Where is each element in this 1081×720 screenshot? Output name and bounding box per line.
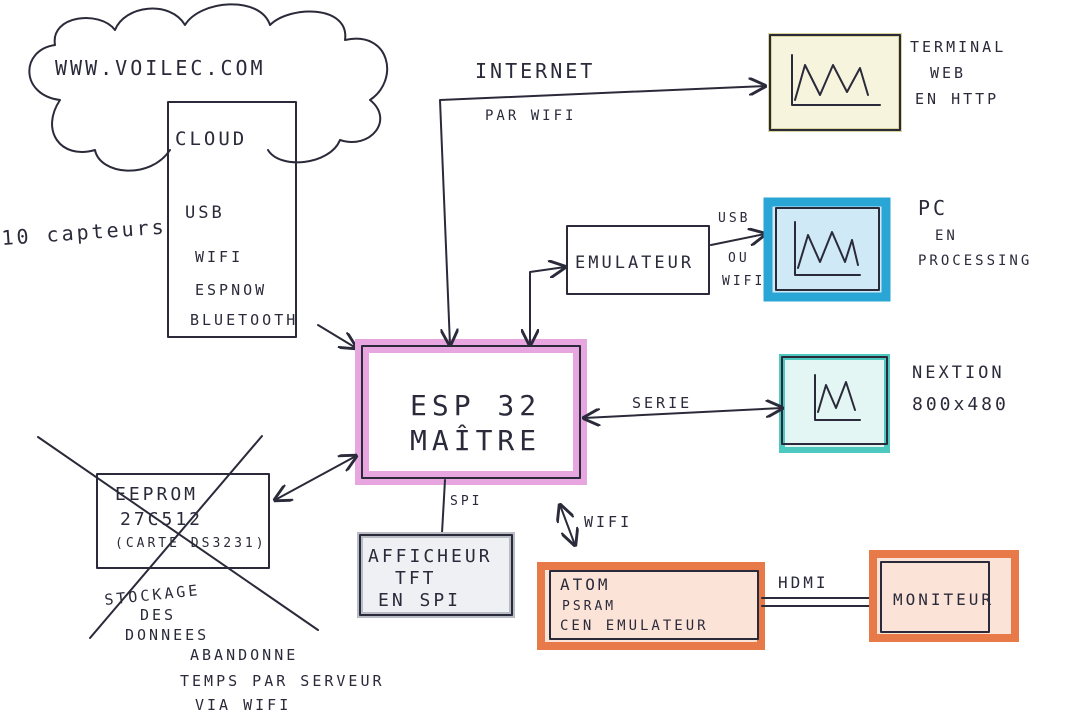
storage-line-2: DES <box>140 606 176 624</box>
tft-line-1: AFFICHEUR <box>368 546 493 567</box>
terminal-graph-icon <box>791 54 881 106</box>
interfaces-cloud: CLOUD <box>175 128 247 150</box>
abandon-line-3: VIA WIFI <box>195 696 291 714</box>
pc-box-fill <box>763 197 891 302</box>
interfaces-espnow: ESPNOW <box>195 281 267 299</box>
pc-line-3: PROCESSING <box>918 253 1032 269</box>
usb-wifi-wifi: WIFI <box>722 274 765 289</box>
terminal-line-3: EN HTTP <box>915 90 999 108</box>
usb-wifi-ou: OU <box>728 251 750 266</box>
emulator-label: EMULATEUR <box>575 253 694 273</box>
storage-line-3: DONNEES <box>125 626 209 644</box>
interfaces-usb: USB <box>185 203 225 223</box>
nextion-line-1: NEXTION <box>912 363 1005 383</box>
abandon-line-1: ABANDONNE <box>190 646 298 664</box>
terminal-box <box>769 34 901 131</box>
hdmi-link-label: HDMI <box>778 573 829 592</box>
sensor-note: 10 capteurs <box>1 215 168 250</box>
usb-wifi-usb: USB <box>718 211 750 226</box>
eeprom-box <box>96 473 270 569</box>
atom-line-1: ATOM <box>560 575 611 594</box>
nextion-graph-icon <box>814 374 861 421</box>
storage-line-1: STOCKAGE <box>104 581 202 609</box>
pc-line-2: EN <box>935 228 958 244</box>
wifi-link-line <box>560 505 575 545</box>
nextion-line-2: 800x480 <box>912 394 1009 415</box>
terminal-line-1: TERMINAL <box>910 38 1006 56</box>
pc-graph-icon <box>794 221 861 276</box>
esp32-subtitle: MAÎTRE <box>410 423 541 457</box>
internet-link-sub: PAR WIFI <box>485 108 576 124</box>
spi-link-label: SPI <box>450 494 482 509</box>
monitor-label: MONITEUR <box>893 590 994 609</box>
eeprom-line-1: EEPROM <box>115 484 198 505</box>
interfaces-box <box>167 101 297 338</box>
eeprom-esp32-link <box>275 456 356 500</box>
atom-line-3: CEN EMULATEUR <box>560 618 709 634</box>
tft-line-2: TFT <box>395 568 437 589</box>
terminal-line-2: WEB <box>930 64 966 82</box>
monitor-box <box>880 561 990 633</box>
wifi-link-label: WIFI <box>584 513 632 531</box>
serial-link-label: SERIE <box>632 394 692 412</box>
terminal-box-fill <box>768 33 902 132</box>
arrow-interfaces-to-esp32 <box>317 324 356 348</box>
interfaces-bluetooth: BLUETOOTH <box>190 311 298 329</box>
internet-link-line <box>439 86 765 345</box>
cloud-shape <box>28 3 389 172</box>
atom-line-2: PSRAM <box>562 599 616 614</box>
spi-link-line <box>441 479 446 534</box>
eeprom-line-3: (CARTE DS3231) <box>115 536 267 551</box>
abandon-line-2: TEMPS PAR SERVEUR <box>180 672 385 690</box>
tft-line-3: EN SPI <box>378 590 461 611</box>
esp32-emulator-link <box>530 267 565 345</box>
esp32-title: ESP 32 <box>410 389 541 422</box>
pc-line-1: PC <box>918 196 948 220</box>
monitor-box-fill <box>869 550 1019 642</box>
emulator-pc-link <box>710 234 765 245</box>
interfaces-wifi: WIFI <box>195 248 243 266</box>
eeprom-line-2: 27C512 <box>120 509 203 530</box>
tft-box <box>359 534 513 616</box>
pc-box <box>775 207 880 291</box>
cross-out-line-2 <box>89 435 263 639</box>
atom-box-fill <box>537 562 765 650</box>
internet-link-label: INTERNET <box>475 59 595 83</box>
serial-link-line <box>584 408 782 418</box>
atom-box <box>549 570 759 640</box>
cloud-site-label: WWW.VOILEC.COM <box>55 56 266 80</box>
